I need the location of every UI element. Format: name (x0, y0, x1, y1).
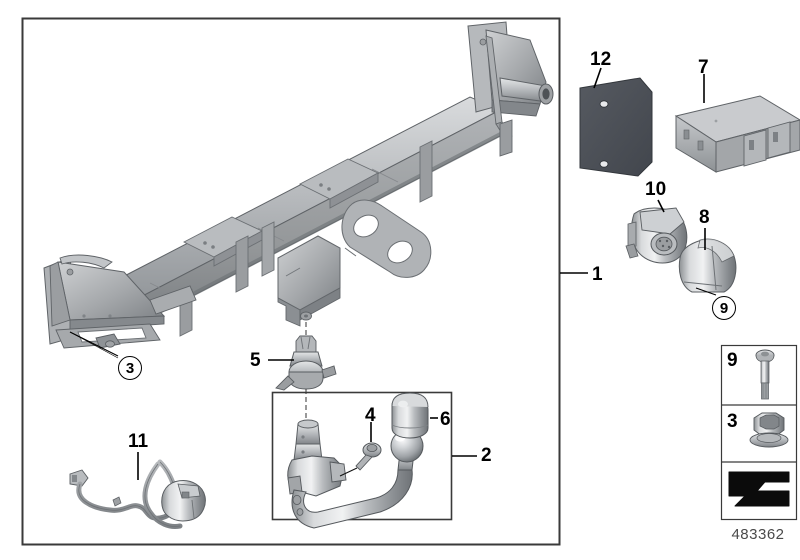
gusset-ring-plate (341, 199, 432, 278)
detail-box-2 (271, 391, 477, 521)
diagram-part-number: 483362 (731, 526, 785, 543)
part-8-socket-cover (678, 228, 737, 296)
part-10-trailer-socket (625, 199, 688, 264)
callout-2: 2 (481, 445, 492, 466)
callout-10: 10 (645, 179, 667, 200)
left-mount-bracket (43, 254, 197, 349)
legend-box (720, 344, 798, 521)
leader-line-3 (69, 331, 119, 359)
legend-icon-nut (749, 412, 789, 448)
legend-icon-arrow (728, 471, 790, 507)
callout-5: 5 (250, 350, 261, 371)
callout-4: 4 (365, 405, 376, 426)
callout-8: 8 (699, 207, 710, 228)
legend-label-nut: 3 (727, 411, 738, 432)
callout-11: 11 (128, 431, 149, 452)
callout-3: 3 (118, 356, 142, 380)
part-5-socket-bracket (268, 322, 337, 424)
legend-icon-bolt (755, 349, 775, 400)
part-12-gasket-plate (579, 67, 653, 177)
main-assembly-frame (21, 17, 561, 546)
part-11-wiring-harness (69, 452, 206, 529)
hitch-crossmember-illustration (43, 21, 554, 349)
callout-12: 12 (590, 49, 612, 70)
part-6-ball-cover-cap (391, 392, 438, 439)
legend-label-bolt: 9 (727, 350, 738, 371)
beam-mount-pad-right (299, 158, 380, 209)
callout-9: 9 (712, 296, 736, 320)
callout-1: 1 (592, 264, 603, 285)
part-2-tow-ball-arm (287, 419, 424, 529)
right-mount-bracket (467, 21, 554, 157)
callout-7: 7 (698, 57, 709, 78)
center-socket-bracket (277, 235, 341, 327)
part-4-locking-screw (339, 422, 382, 477)
callout-6: 6 (440, 409, 451, 430)
part-7-control-module (674, 74, 800, 173)
